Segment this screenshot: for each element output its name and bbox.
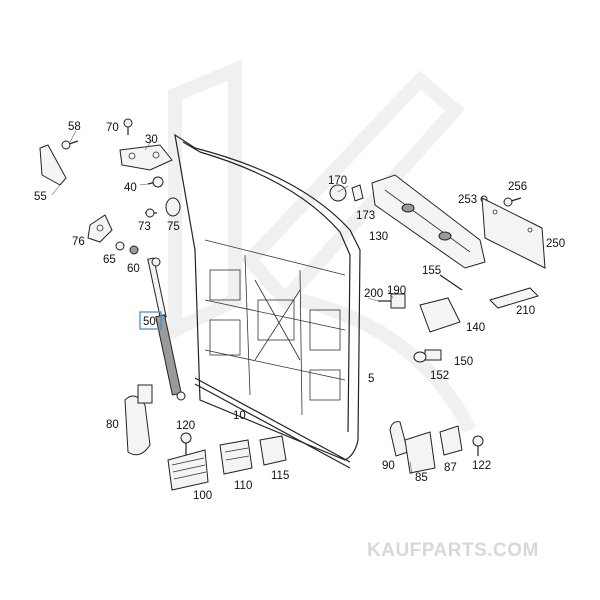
callout-130: 130	[369, 231, 388, 243]
callout-150: 150	[454, 356, 473, 368]
latch-assembly	[389, 421, 463, 474]
callout-210: 210	[516, 305, 535, 317]
callout-60: 60	[127, 263, 140, 275]
grip-210	[489, 287, 539, 309]
callout-70: 70	[106, 122, 119, 134]
bezel-170	[329, 184, 364, 202]
panel-250	[481, 197, 546, 269]
plate	[87, 214, 113, 243]
callout-190: 190	[387, 285, 406, 297]
callout-30: 30	[145, 134, 158, 146]
trim-cover-110	[219, 439, 253, 475]
callout-115: 115	[271, 470, 289, 482]
callout-40: 40	[124, 182, 137, 194]
highlight-box	[139, 311, 162, 330]
callout-50: 50	[143, 316, 156, 328]
callout-90: 90	[382, 460, 395, 472]
callout-155: 155	[422, 265, 441, 277]
callout-250: 250	[546, 238, 565, 250]
door-handle-130	[371, 174, 486, 269]
callout-10: 10	[233, 410, 246, 422]
callout-65: 65	[103, 254, 116, 266]
bolts	[61, 118, 522, 456]
callout-110: 110	[234, 480, 252, 492]
callout-140: 140	[466, 322, 485, 334]
callout-labels: 5 10 30 40 50 55 58 60 65 70 73 75 76 80…	[34, 121, 565, 502]
washer-65	[115, 241, 125, 251]
callout-100: 100	[193, 490, 212, 502]
callout-120: 120	[176, 420, 195, 432]
callout-5: 5	[368, 373, 374, 385]
callout-253: 253	[458, 194, 477, 206]
hinge	[119, 144, 173, 171]
watermark-text: KAUFPARTS.COM	[367, 540, 539, 561]
callout-256: 256	[508, 181, 527, 193]
callout-58: 58	[68, 121, 81, 133]
seal-strip	[194, 377, 351, 469]
rod-155	[439, 274, 463, 291]
pull-strap	[124, 384, 153, 456]
gas-strut	[147, 257, 186, 401]
cap-75	[165, 197, 181, 217]
bracket	[39, 144, 67, 186]
lamp	[413, 349, 442, 363]
rear-door-frame	[174, 133, 361, 461]
callout-87: 87	[444, 462, 457, 474]
callout-152: 152	[430, 370, 449, 382]
callout-73: 73	[138, 221, 151, 233]
callout-122: 122	[472, 460, 491, 472]
callout-170: 170	[328, 175, 347, 187]
nut-60	[129, 245, 139, 255]
callout-80: 80	[106, 419, 119, 431]
trim-cover-100	[167, 449, 209, 491]
callout-173: 173	[356, 210, 375, 222]
callout-55: 55	[34, 191, 47, 203]
callout-76: 76	[72, 236, 85, 248]
leader-lines	[51, 130, 413, 475]
callout-85: 85	[415, 472, 428, 484]
callout-200: 200	[364, 288, 383, 300]
watermark-emblem	[168, 59, 477, 434]
callout-75: 75	[167, 221, 180, 233]
trim-cover-115	[259, 435, 287, 466]
lock-actuator	[378, 293, 461, 333]
